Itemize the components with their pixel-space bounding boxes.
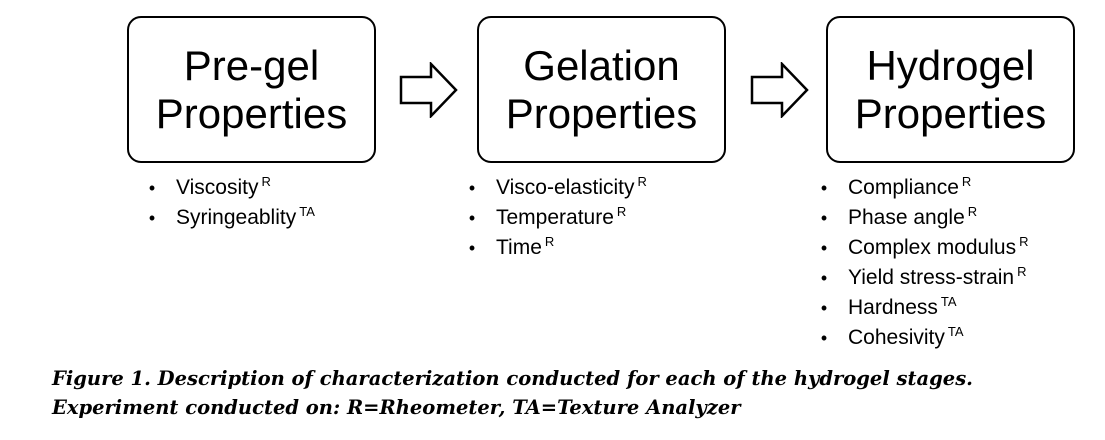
property-label: Phase angle — [848, 206, 965, 229]
instrument-superscript: TA — [940, 294, 957, 309]
instrument-superscript: R — [616, 204, 627, 219]
bullet-icon: • — [148, 178, 156, 198]
gelation-title-line1: Gelation — [523, 41, 680, 89]
figure-caption: Figure 1. Description of characterizatio… — [52, 364, 973, 422]
gelation-title-line2: Properties — [505, 89, 698, 137]
property-label: Temperature — [496, 206, 614, 229]
property-label: Yield stress-strain — [848, 266, 1015, 289]
pregel-stage-box: Pre-gel Properties — [127, 16, 376, 163]
property-label: Compliance — [848, 176, 959, 199]
instrument-superscript: R — [1019, 234, 1029, 249]
property-label: Viscosity — [176, 176, 259, 199]
bullet-icon: • — [820, 238, 828, 258]
property-label: Syringeablity — [176, 206, 297, 229]
property-label: Time — [496, 236, 542, 259]
bullet-icon: • — [468, 208, 476, 228]
bullet-icon: • — [820, 268, 828, 288]
instrument-superscript: R — [637, 174, 647, 189]
bullet-icon: • — [468, 238, 476, 258]
bullet-icon: • — [148, 208, 156, 228]
caption-line-1: Figure 1. Description of characterizatio… — [52, 367, 973, 390]
instrument-superscript: R — [1017, 264, 1027, 279]
hydrogel-title-line2: Properties — [854, 89, 1047, 137]
instrument-superscript: TA — [299, 204, 315, 219]
bullet-icon: • — [820, 328, 828, 348]
instrument-superscript: R — [261, 174, 271, 189]
right-arrow-icon — [750, 62, 809, 118]
right-arrow-icon — [399, 62, 458, 118]
pregel-title-line2: Properties — [155, 89, 348, 137]
instrument-superscript: R — [544, 234, 555, 249]
caption-line-2: Experiment conducted on: R=Rheometer, TA… — [52, 396, 741, 419]
gelation-stage-box: Gelation Properties — [477, 16, 726, 163]
instrument-superscript: R — [967, 204, 978, 219]
pregel-title-line1: Pre-gel — [183, 41, 320, 89]
property-label: Complex modulus — [848, 236, 1017, 259]
property-label: Cohesivity — [848, 326, 945, 349]
hydrogel-title-line1: Hydrogel — [866, 41, 1035, 89]
property-label: Visco-elasticity — [496, 176, 635, 199]
bullet-icon: • — [820, 178, 828, 198]
bullet-icon: • — [820, 208, 828, 228]
instrument-superscript: R — [961, 174, 972, 189]
hydrogel-stage-box: Hydrogel Properties — [826, 16, 1075, 163]
bullet-icon: • — [820, 298, 828, 318]
instrument-superscript: TA — [947, 324, 964, 339]
bullet-icon: • — [468, 178, 476, 198]
property-label: Hardness — [848, 296, 938, 319]
